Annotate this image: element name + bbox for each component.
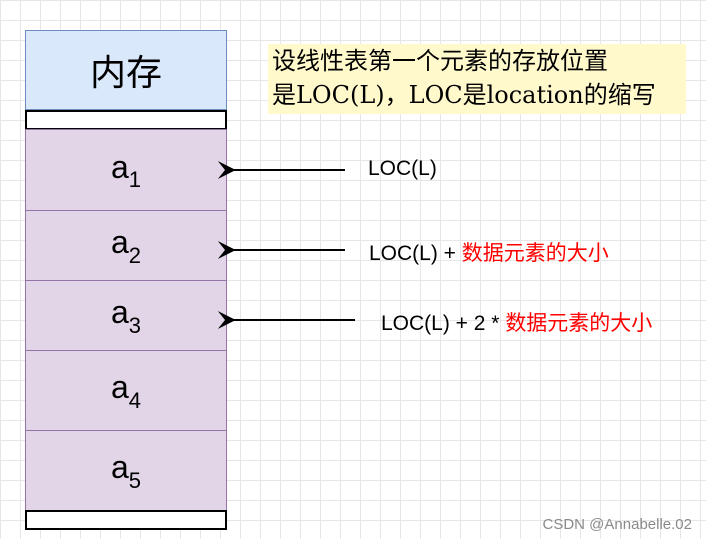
cell-2-label: a2 <box>110 224 142 268</box>
memory-header: 内存 <box>25 30 227 110</box>
cell-1-label: a1 <box>110 148 142 193</box>
memory-cell-3: a3 <box>25 280 227 351</box>
cell-3-label: a3 <box>110 294 142 338</box>
memory-bottom-gap <box>25 510 227 530</box>
arrow-label-1: LOC(L) <box>368 157 437 180</box>
arrow-label-3: LOC(L) + 2 * 数据元素的大小 <box>381 312 653 335</box>
note-line-1: 设线性表第一个元素的存放位置 <box>272 47 608 75</box>
note-box: 设线性表第一个元素的存放位置 是LOC(L)，LOC是location的缩写 <box>268 44 686 114</box>
arrow-label-2: LOC(L) + 数据元素的大小 <box>369 242 609 265</box>
note-line-2: 是LOC(L)，LOC是location的缩写 <box>272 81 656 109</box>
watermark: CSDN @Annabelle.02 <box>542 516 692 533</box>
cell-4-label: a4 <box>110 369 142 413</box>
cell-5-label: a5 <box>110 449 142 493</box>
memory-title: 内存 <box>89 52 162 93</box>
memory-cell-4: a4 <box>25 350 227 431</box>
